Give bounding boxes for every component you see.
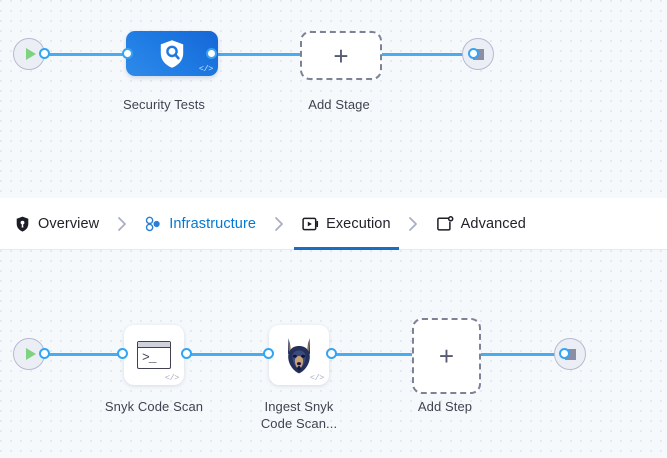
add-step-button[interactable]: + [412, 318, 481, 394]
pipeline-section-tabs: Overview Infrastructure [0, 198, 667, 250]
step-label-ingest-snyk-code-scan: Ingest Snyk Code Scan... [239, 398, 359, 432]
code-badge-icon: </> [309, 372, 325, 383]
shield-icon [14, 215, 31, 232]
code-badge-icon: </> [198, 63, 214, 74]
edge-start-to-security-tests [44, 53, 128, 56]
tab-execution[interactable]: Execution [294, 198, 399, 250]
shield-magnifier-icon [160, 39, 184, 68]
port-security-tests-out[interactable] [206, 48, 217, 59]
port-security-tests-in[interactable] [122, 48, 133, 59]
tab-overview[interactable]: Overview [6, 198, 107, 250]
edge-security-tests-to-add-stage [212, 53, 302, 56]
port-snyk-code-scan-out[interactable] [181, 348, 192, 359]
step-label-line-1: Ingest Snyk [264, 399, 334, 414]
edge-start-to-snyk-code-scan [44, 353, 122, 356]
terminal-icon: >_ [137, 341, 171, 369]
port-exec-start-out[interactable] [39, 348, 50, 359]
stage-label-add-stage: Add Stage [308, 97, 370, 112]
port-start-out[interactable] [39, 48, 50, 59]
tab-infrastructure[interactable]: Infrastructure [137, 198, 264, 250]
step-graph-canvas[interactable]: >_ </> Snyk Code Scan </> [0, 250, 667, 458]
play-box-icon [302, 215, 319, 232]
chevron-right-icon [399, 216, 429, 232]
step-card-ingest-snyk-code-scan[interactable]: </> [269, 325, 329, 385]
cluster-nodes-icon [145, 215, 162, 232]
plus-icon: + [438, 341, 455, 371]
add-stage-button[interactable]: + [300, 31, 382, 80]
edge-add-step-to-end [477, 353, 563, 356]
step-label-line-2: Code Scan... [260, 416, 338, 431]
chevron-right-icon [264, 216, 294, 232]
stage-label-security-tests: Security Tests [122, 97, 206, 112]
snyk-doberman-icon [288, 338, 310, 374]
tab-label-execution: Execution [326, 215, 391, 232]
stage-card-security-tests[interactable]: </> [126, 31, 218, 76]
stage-graph-canvas[interactable]: </> Security Tests + Add Stage [0, 0, 667, 199]
port-end-in[interactable] [468, 48, 479, 59]
tab-advanced[interactable]: Advanced [429, 198, 534, 250]
tab-label-advanced: Advanced [460, 215, 526, 232]
tab-label-overview: Overview [38, 215, 100, 232]
edge-ingest-to-add-step [332, 353, 414, 356]
step-label-add-step: Add Step [417, 399, 473, 414]
tab-label-infrastructure: Infrastructure [169, 215, 257, 232]
plus-icon: + [333, 40, 349, 71]
port-exec-end-in[interactable] [559, 348, 570, 359]
settings-card-icon [436, 215, 454, 232]
port-ingest-snyk-out[interactable] [326, 348, 337, 359]
stop-square-icon [564, 348, 576, 360]
edge-add-stage-to-end [376, 53, 472, 56]
port-ingest-snyk-in[interactable] [263, 348, 274, 359]
step-card-snyk-code-scan[interactable]: >_ </> [124, 325, 184, 385]
play-triangle-icon [25, 348, 36, 360]
code-badge-icon: </> [164, 372, 180, 383]
port-snyk-code-scan-in[interactable] [117, 348, 128, 359]
step-label-snyk-code-scan: Snyk Code Scan [104, 399, 204, 414]
edge-snyk-code-scan-to-ingest [187, 353, 269, 356]
play-triangle-icon [25, 48, 36, 60]
chevron-right-icon [107, 216, 137, 232]
